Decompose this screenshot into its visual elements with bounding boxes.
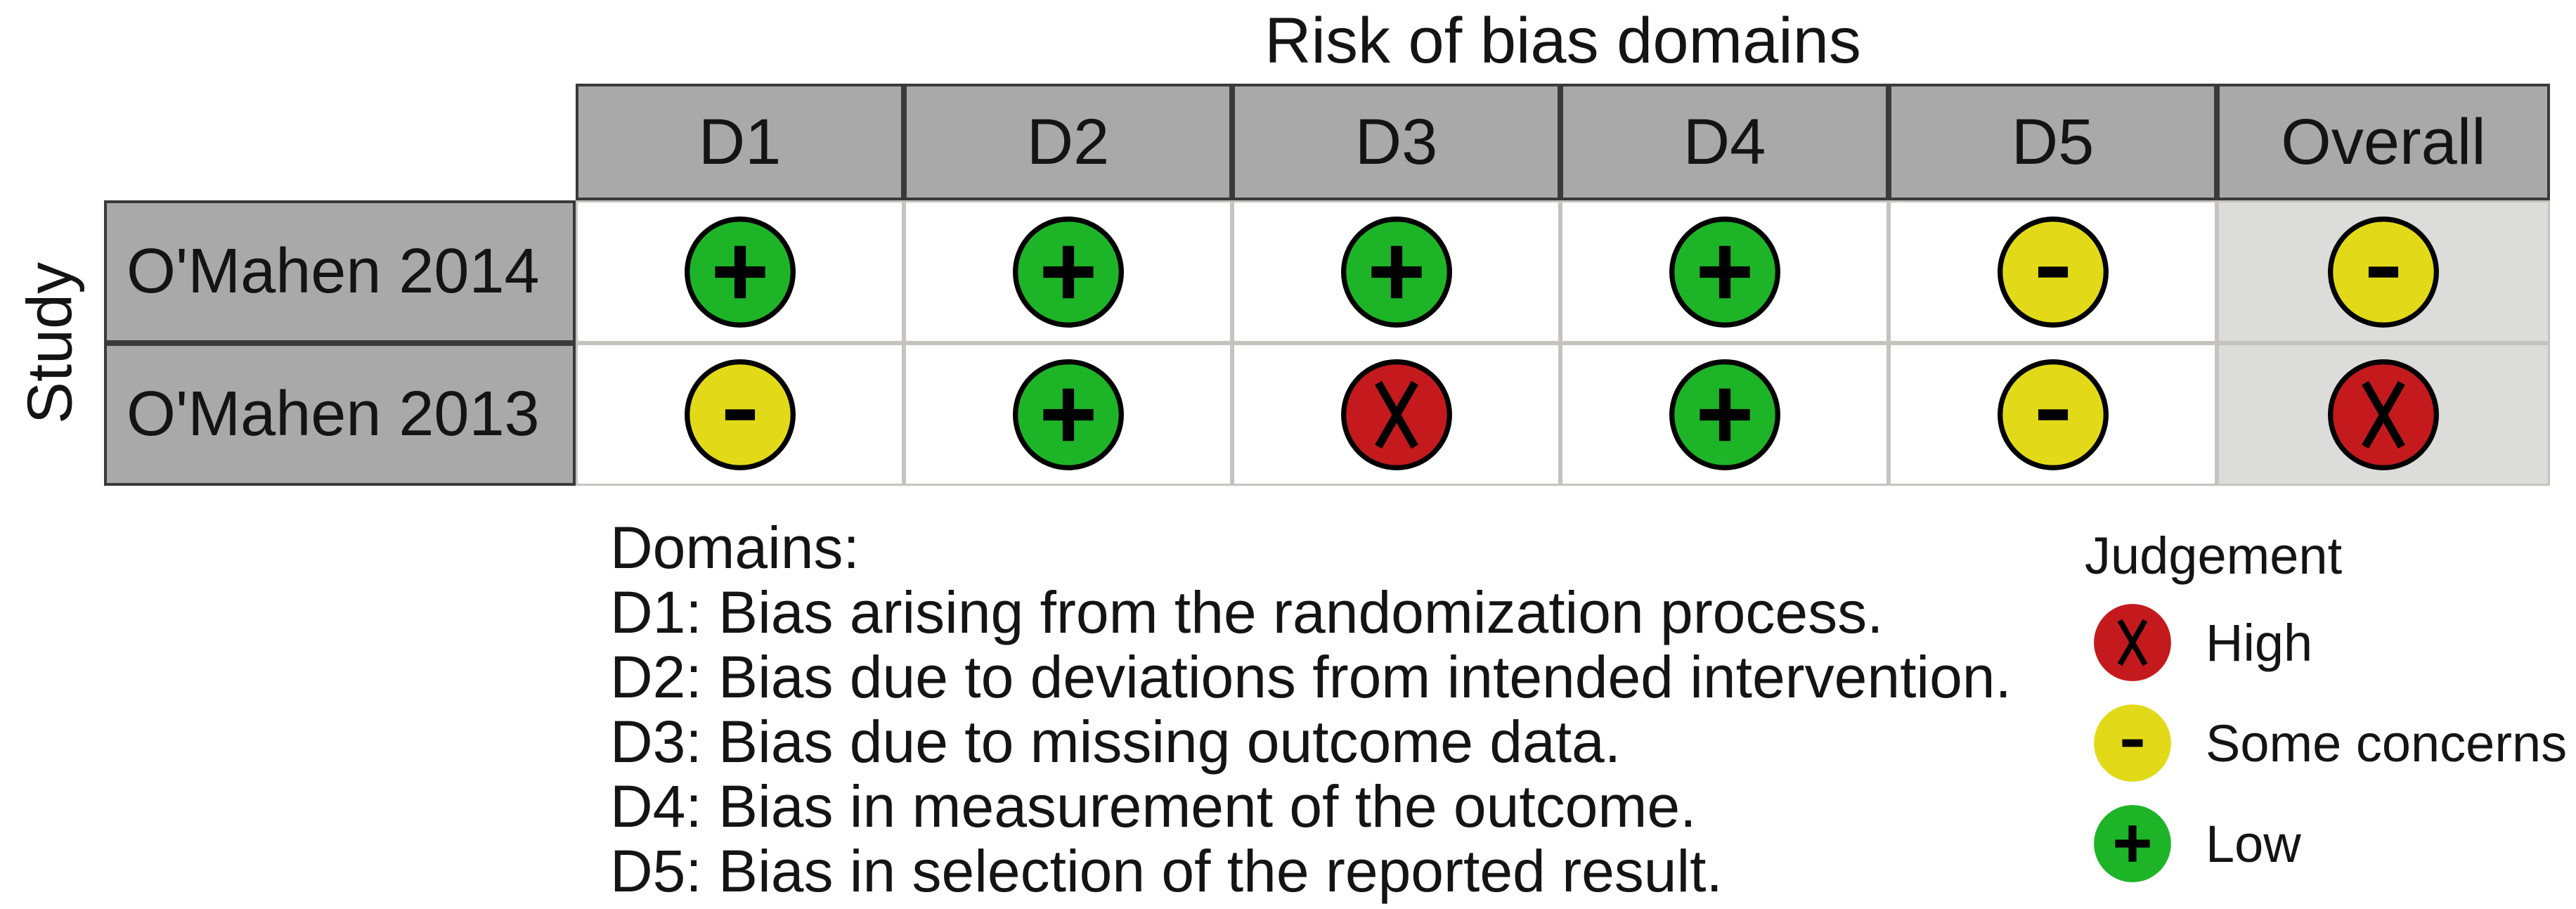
low-risk-icon xyxy=(1340,216,1452,328)
study-row-label: O'Mahen 2013 xyxy=(104,343,576,486)
legend-heading: Judgement xyxy=(2085,527,2343,585)
domain-note-line: D4: Bias in measurement of the outcome. xyxy=(610,773,1697,839)
judgement-cell-d1 xyxy=(576,343,904,486)
low-risk-icon xyxy=(684,216,796,328)
legend-item-some_concerns: Some concerns xyxy=(2093,704,2567,782)
judgement-cell-d5 xyxy=(1889,343,2217,486)
judgement-cell-d4 xyxy=(1560,343,1889,486)
domain-note-line: D2: Bias due to deviations from intended… xyxy=(610,644,2012,710)
domain-note-line: D5: Bias in selection of the reported re… xyxy=(610,838,1723,904)
high-risk-icon xyxy=(2328,359,2439,470)
some-concerns-icon xyxy=(2094,704,2171,782)
some-concerns-icon xyxy=(1997,216,2109,328)
some-concerns-icon xyxy=(2328,216,2439,328)
low-risk-icon xyxy=(1669,216,1780,328)
legend-item-high: High xyxy=(2093,603,2567,682)
column-header-d2: D2 xyxy=(904,84,1232,200)
some-concerns-icon xyxy=(684,359,796,470)
low-risk-icon xyxy=(1012,359,1124,470)
judgement-cell-d3 xyxy=(1232,343,1560,486)
domains-note: Domains: D1: Bias arising from the rando… xyxy=(610,515,2012,903)
judgement-cell-overall xyxy=(2217,200,2550,343)
some-concerns-icon xyxy=(1997,359,2109,470)
column-header-d1: D1 xyxy=(576,84,904,200)
column-header-overall: Overall xyxy=(2217,84,2550,200)
table-corner-spacer xyxy=(104,84,576,200)
judgement-cell-d4 xyxy=(1560,200,1889,343)
legend-item-low: Low xyxy=(2093,804,2567,883)
column-header-d5: D5 xyxy=(1889,84,2217,200)
low-risk-icon xyxy=(1012,216,1124,328)
judgement-cell-overall xyxy=(2217,343,2550,486)
domains-note-heading: Domains: xyxy=(610,515,860,581)
legend-item-label: High xyxy=(2206,613,2313,672)
column-header-d3: D3 xyxy=(1232,84,1560,200)
judgement-cell-d3 xyxy=(1232,200,1560,343)
low-risk-icon xyxy=(2094,805,2171,882)
judgement-cell-d2 xyxy=(904,343,1232,486)
judgement-cell-d1 xyxy=(576,200,904,343)
low-risk-icon xyxy=(1669,359,1780,470)
judgement-cell-d2 xyxy=(904,200,1232,343)
study-row-label: O'Mahen 2014 xyxy=(104,200,576,343)
domain-note-line: D1: Bias arising from the randomization … xyxy=(610,579,1884,645)
figure-title: Risk of bias domains xyxy=(1264,4,1861,77)
domain-note-line: D3: Bias due to missing outcome data. xyxy=(610,709,1622,775)
legend-item-label: Some concerns xyxy=(2206,714,2568,773)
legend-item-label: Low xyxy=(2206,814,2301,873)
high-risk-icon xyxy=(1340,359,1452,470)
judgement-cell-d5 xyxy=(1889,200,2217,343)
study-axis-label: Study xyxy=(15,262,86,425)
column-header-d4: D4 xyxy=(1560,84,1889,200)
high-risk-icon xyxy=(2094,604,2171,681)
